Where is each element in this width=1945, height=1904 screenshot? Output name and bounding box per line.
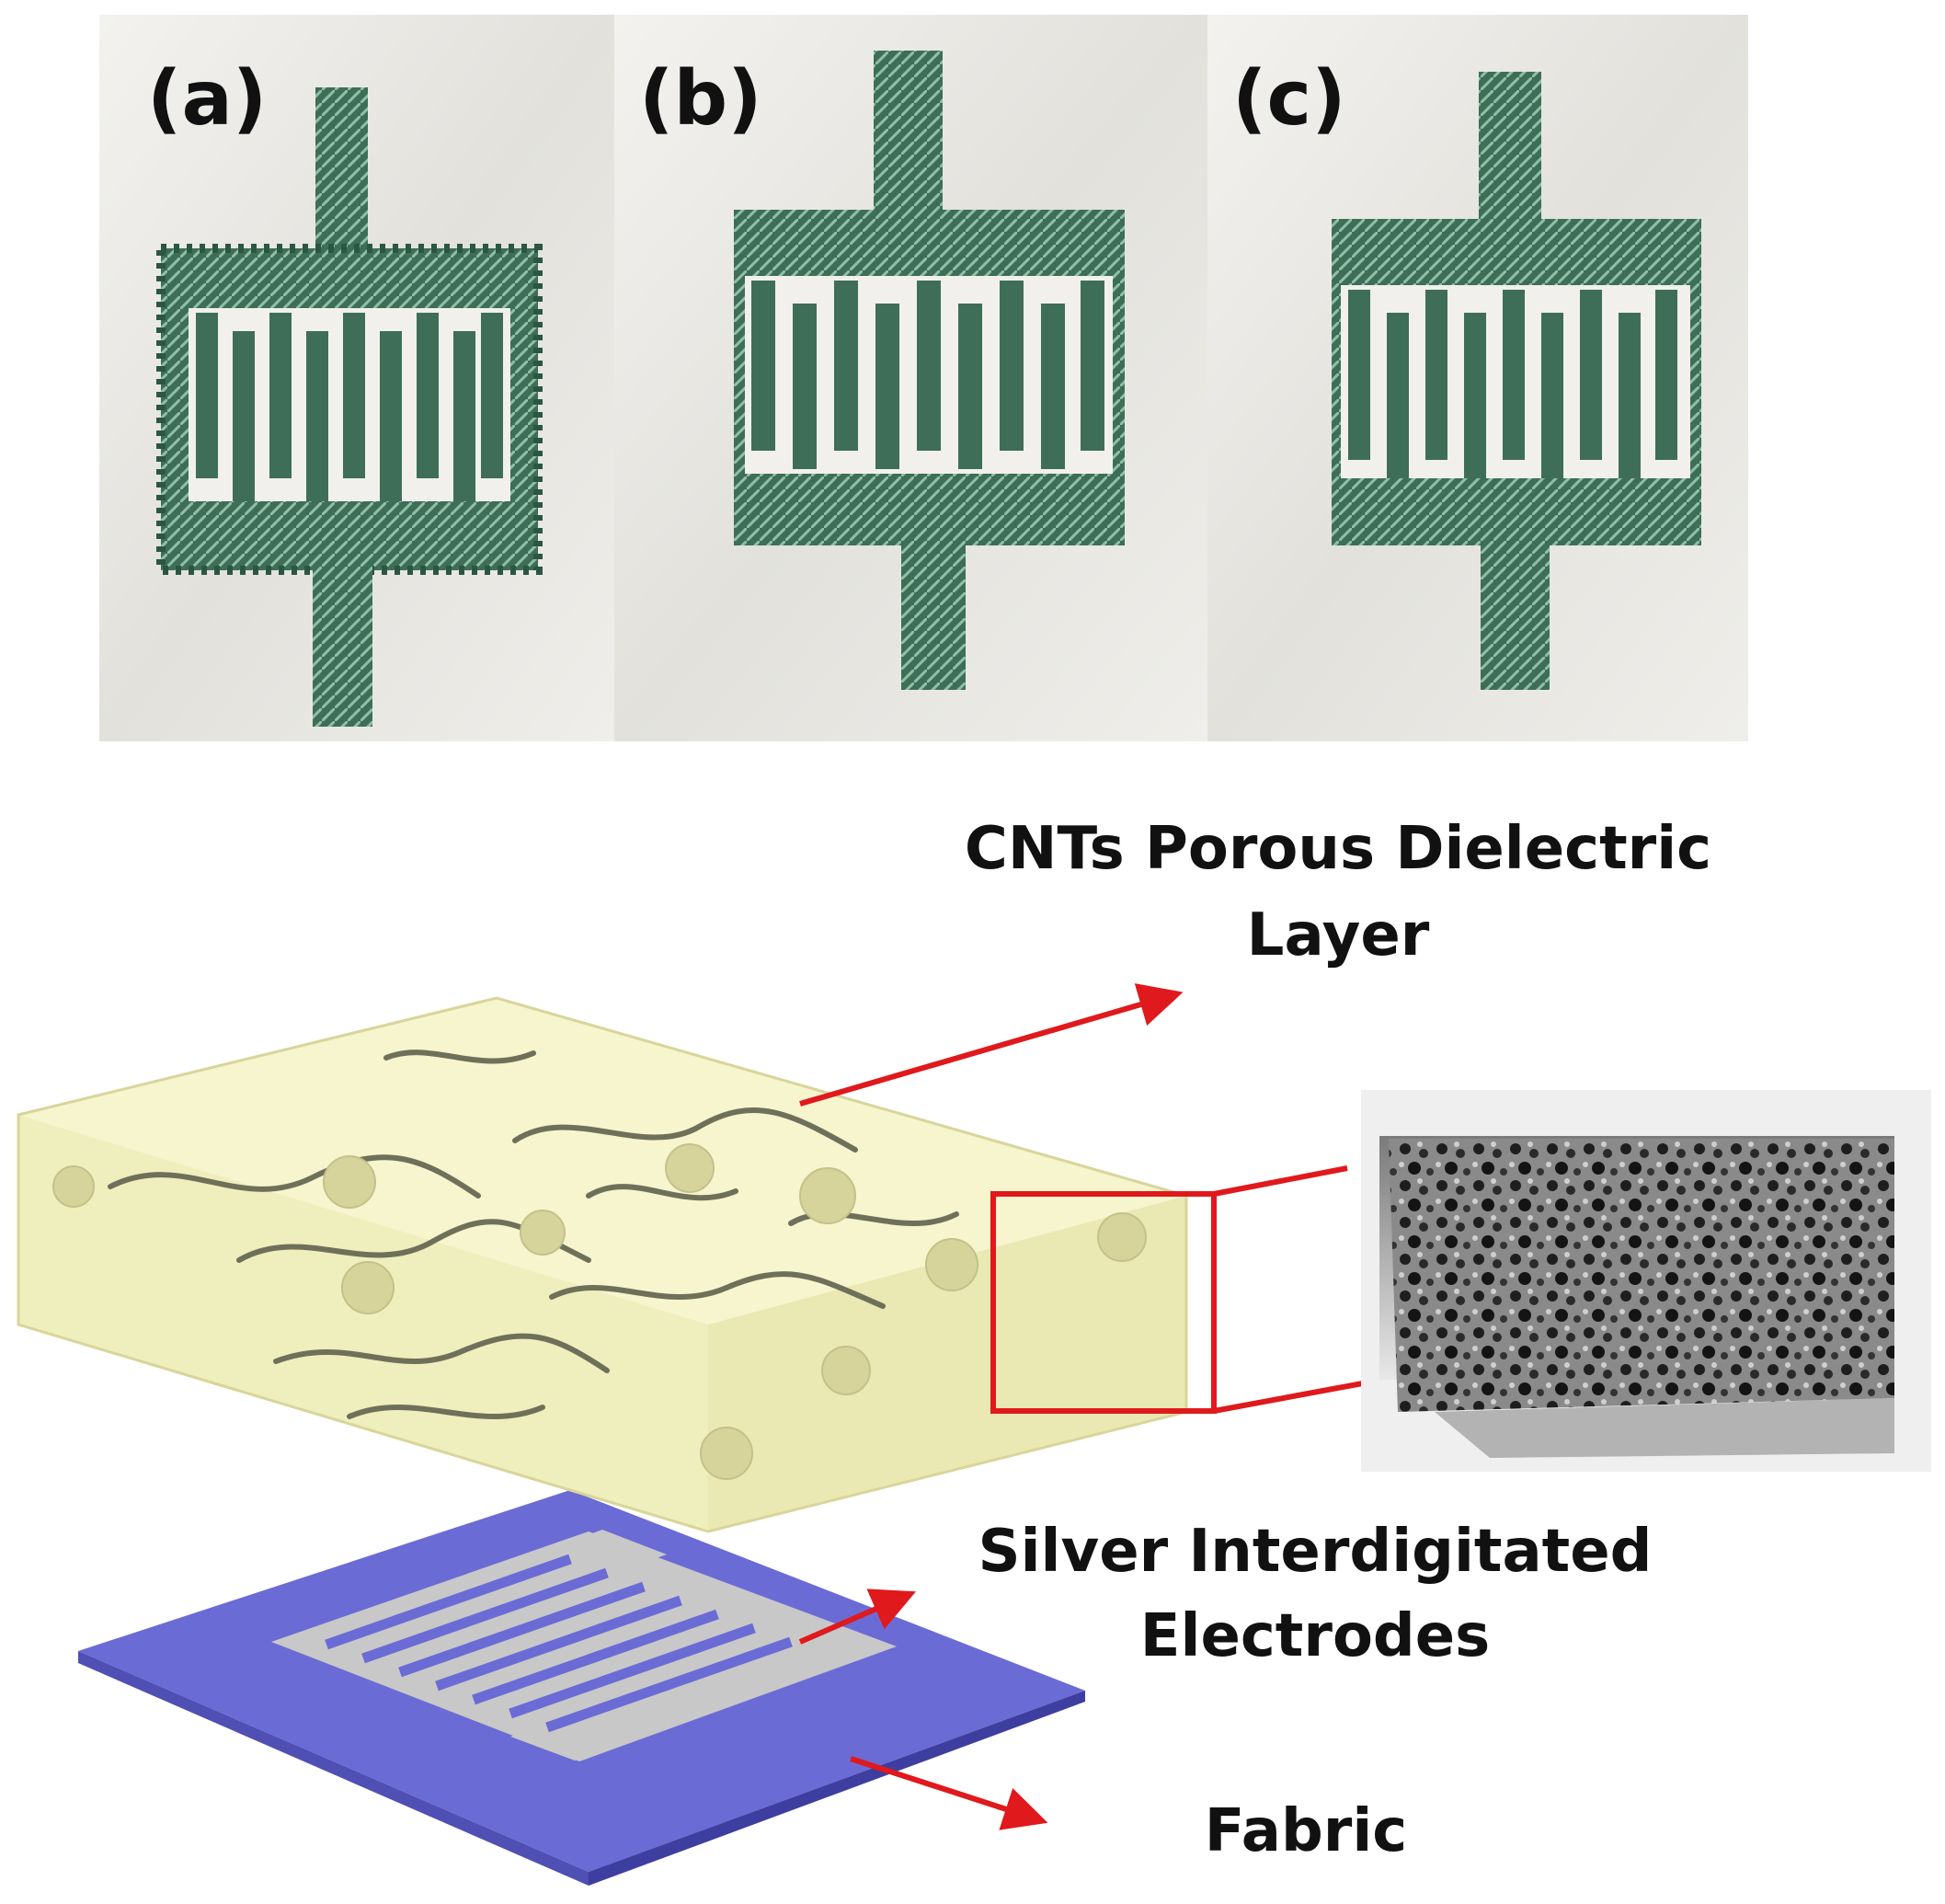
- dielectric-label-line1: CNTs Porous Dielectric: [965, 815, 1711, 883]
- fabric-arrow: [850, 1756, 1048, 1830]
- cnt-porous-dielectric-layer: [17, 996, 1188, 1533]
- dielectric-label-line2: Layer: [1247, 901, 1430, 969]
- photo-panel-c: (c): [1207, 15, 1748, 741]
- photo-panel-a: (a): [99, 15, 614, 741]
- electrodes-label-line2: Electrodes: [1140, 1602, 1490, 1670]
- porous-layer-photo: [1361, 1090, 1931, 1472]
- embroidered-sensor-b: [734, 51, 1125, 690]
- photo-panel-b: (b): [614, 15, 1207, 741]
- pores: [52, 1143, 1147, 1480]
- dielectric-arrow: [799, 983, 1184, 1107]
- cnt-fibers: [108, 1049, 959, 1419]
- panel-label-a: (a): [147, 55, 267, 143]
- electrodes-arrow: [798, 1589, 917, 1645]
- silver-interdigitated-electrodes: [271, 1530, 897, 1761]
- embroidered-sensor-c: [1332, 72, 1701, 690]
- panel-label-c: (c): [1232, 55, 1346, 143]
- electrodes-label-line1: Silver Interdigitated: [978, 1518, 1653, 1586]
- fabric-label: Fabric: [1205, 1797, 1407, 1865]
- panel-label-b: (b): [639, 55, 762, 143]
- embroidered-sensor-a: [156, 87, 543, 727]
